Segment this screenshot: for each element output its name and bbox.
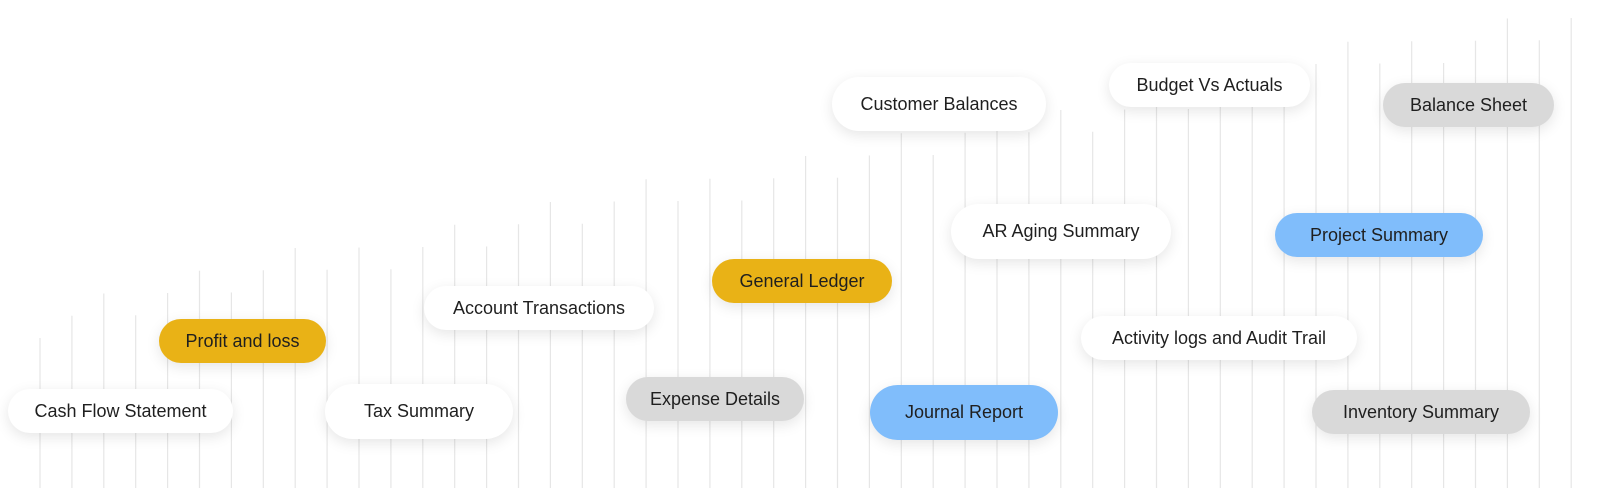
expense-details-button[interactable]: Expense Details: [626, 377, 804, 421]
profit-and-loss-button[interactable]: Profit and loss: [159, 319, 326, 363]
activity-logs-audit-trail-button[interactable]: Activity logs and Audit Trail: [1081, 316, 1357, 360]
cash-flow-statement-button[interactable]: Cash Flow Statement: [8, 389, 233, 433]
general-ledger-button[interactable]: General Ledger: [712, 259, 892, 303]
ar-aging-summary-button[interactable]: AR Aging Summary: [951, 204, 1171, 259]
account-transactions-button[interactable]: Account Transactions: [424, 286, 654, 330]
inventory-summary-button[interactable]: Inventory Summary: [1312, 390, 1530, 434]
balance-sheet-button[interactable]: Balance Sheet: [1383, 83, 1554, 127]
customer-balances-button[interactable]: Customer Balances: [832, 77, 1046, 131]
budget-vs-actuals-button[interactable]: Budget Vs Actuals: [1109, 63, 1310, 107]
journal-report-button[interactable]: Journal Report: [870, 385, 1058, 440]
project-summary-button[interactable]: Project Summary: [1275, 213, 1483, 257]
tax-summary-button[interactable]: Tax Summary: [325, 384, 513, 439]
